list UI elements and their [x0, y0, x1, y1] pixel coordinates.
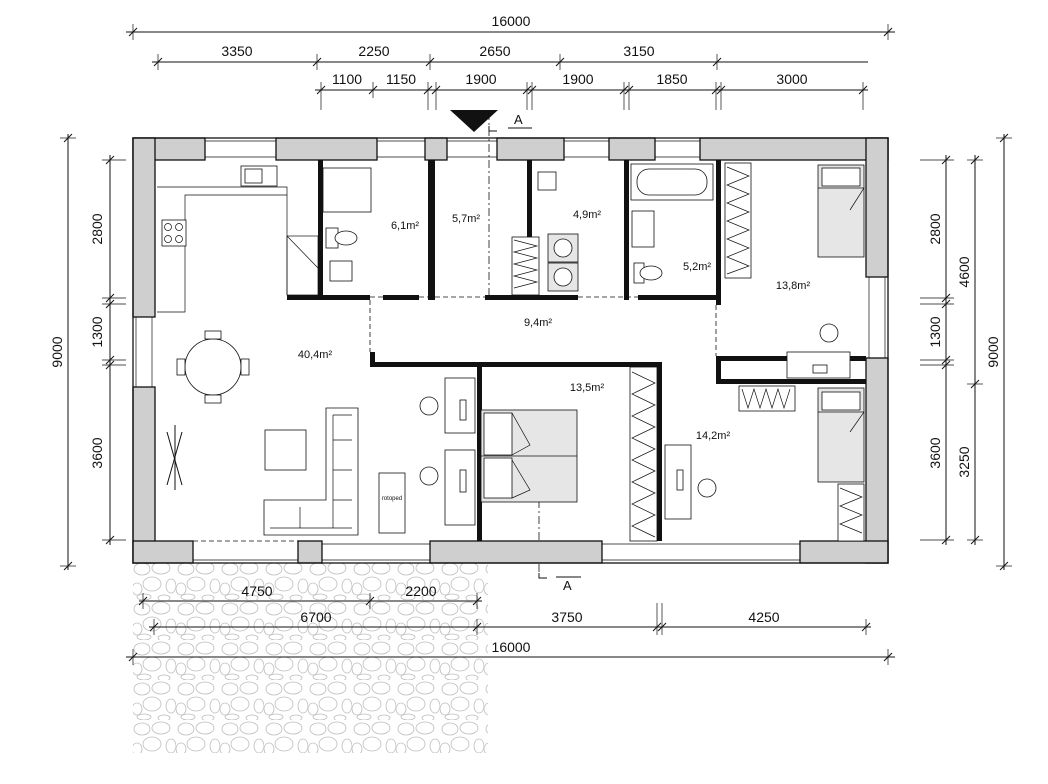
dim-right-1: 2800: [927, 213, 943, 244]
dim-right-3: 3600: [927, 437, 943, 468]
wardrobe-icon: [837, 483, 865, 542]
dim-bottom-2: 2200: [405, 583, 436, 599]
bedroom-ne-furniture: [724, 162, 865, 379]
master-bedroom-furniture: [480, 366, 658, 542]
bath-right-fixtures: [630, 163, 714, 284]
dim-top2-3: 1900: [465, 71, 496, 87]
dim-top2-1: 1100: [332, 71, 362, 87]
room-areas: 40,4m² 6,1m² 5,7m² 4,9m² 5,2m² 13,8m² 9,…: [298, 209, 811, 442]
entrance-arrow-icon: [450, 110, 498, 132]
section-mark: A A: [450, 110, 581, 593]
area-bath-left: 6,1m²: [391, 220, 419, 232]
dim-top-4: 3150: [623, 43, 654, 59]
dim-top2-2: 1150: [386, 71, 416, 87]
dim-top-3: 2650: [479, 43, 510, 59]
dim-top-total: 16000: [492, 13, 531, 29]
sofa-icon: [263, 407, 359, 536]
chair-icon: [419, 466, 439, 486]
area-bath-right: 5,2m²: [683, 261, 711, 273]
dim-right-mid-2: 3250: [956, 446, 972, 477]
section-label-bottom: A: [563, 578, 572, 593]
rotoped-label: rotoped: [382, 496, 402, 502]
washbasin-icon: [631, 210, 655, 248]
area-bedroom-ne: 13,8m²: [776, 280, 811, 292]
wardrobe-icon: [629, 366, 658, 542]
dim-top2-5: 1850: [656, 71, 687, 87]
dimension-labels: 16000 3350 2250 2650 3150 1100 1150 1900…: [49, 13, 1001, 655]
dim-left-1: 2800: [89, 213, 105, 244]
living-furniture: rotoped: [166, 330, 476, 536]
kitchen: [157, 165, 319, 313]
dim-top2-6: 3000: [776, 71, 807, 87]
dim-bottom-total: 16000: [492, 639, 531, 655]
building-outline: [132, 137, 889, 564]
coffee-table-icon: [264, 429, 307, 471]
area-living: 40,4m²: [298, 349, 333, 361]
shower-icon: [322, 167, 372, 213]
chair-icon: [419, 396, 439, 416]
dimension-lines: [60, 24, 1012, 665]
dim-bottom2-3: 4250: [748, 609, 779, 625]
stone-terrace: [133, 563, 488, 753]
windows: [135, 140, 886, 561]
rotoped-icon: [378, 472, 406, 534]
area-bedroom-master: 13,5m²: [570, 382, 605, 394]
area-utility: 4,9m²: [573, 209, 601, 221]
bedroom-se-furniture: [664, 385, 865, 542]
dim-top-1: 3350: [221, 43, 252, 59]
dim-top2-4: 1900: [562, 71, 593, 87]
dim-top-2: 2250: [358, 43, 389, 59]
area-bedroom-se: 14,2m²: [696, 430, 731, 442]
dim-right-total: 9000: [985, 336, 1001, 367]
dim-bottom-1: 4750: [241, 583, 272, 599]
washbasin-icon: [329, 260, 353, 282]
chair-icon: [697, 478, 717, 498]
utility-fixtures: [511, 171, 579, 296]
bath-left-fixtures: [322, 167, 372, 282]
dim-bottom2-1: 6700: [300, 609, 331, 625]
dining-table-icon: [184, 338, 242, 396]
dim-bottom2-2: 3750: [551, 609, 582, 625]
section-label-top: A: [514, 112, 523, 127]
chair-icon: [819, 323, 839, 343]
stove-icon: [161, 219, 187, 247]
dim-right-2: 1300: [927, 316, 943, 347]
dim-right-mid-1: 4600: [956, 256, 972, 287]
wardrobe-icon: [724, 162, 752, 279]
dim-left-total: 9000: [49, 336, 65, 367]
area-corridor-north: 5,7m²: [452, 213, 480, 225]
wardrobe-icon: [738, 385, 796, 412]
area-hall: 9,4m²: [524, 317, 552, 329]
door-living-icon: [166, 425, 183, 490]
dim-left-3: 3600: [89, 437, 105, 468]
dim-left-2: 1300: [89, 316, 105, 347]
